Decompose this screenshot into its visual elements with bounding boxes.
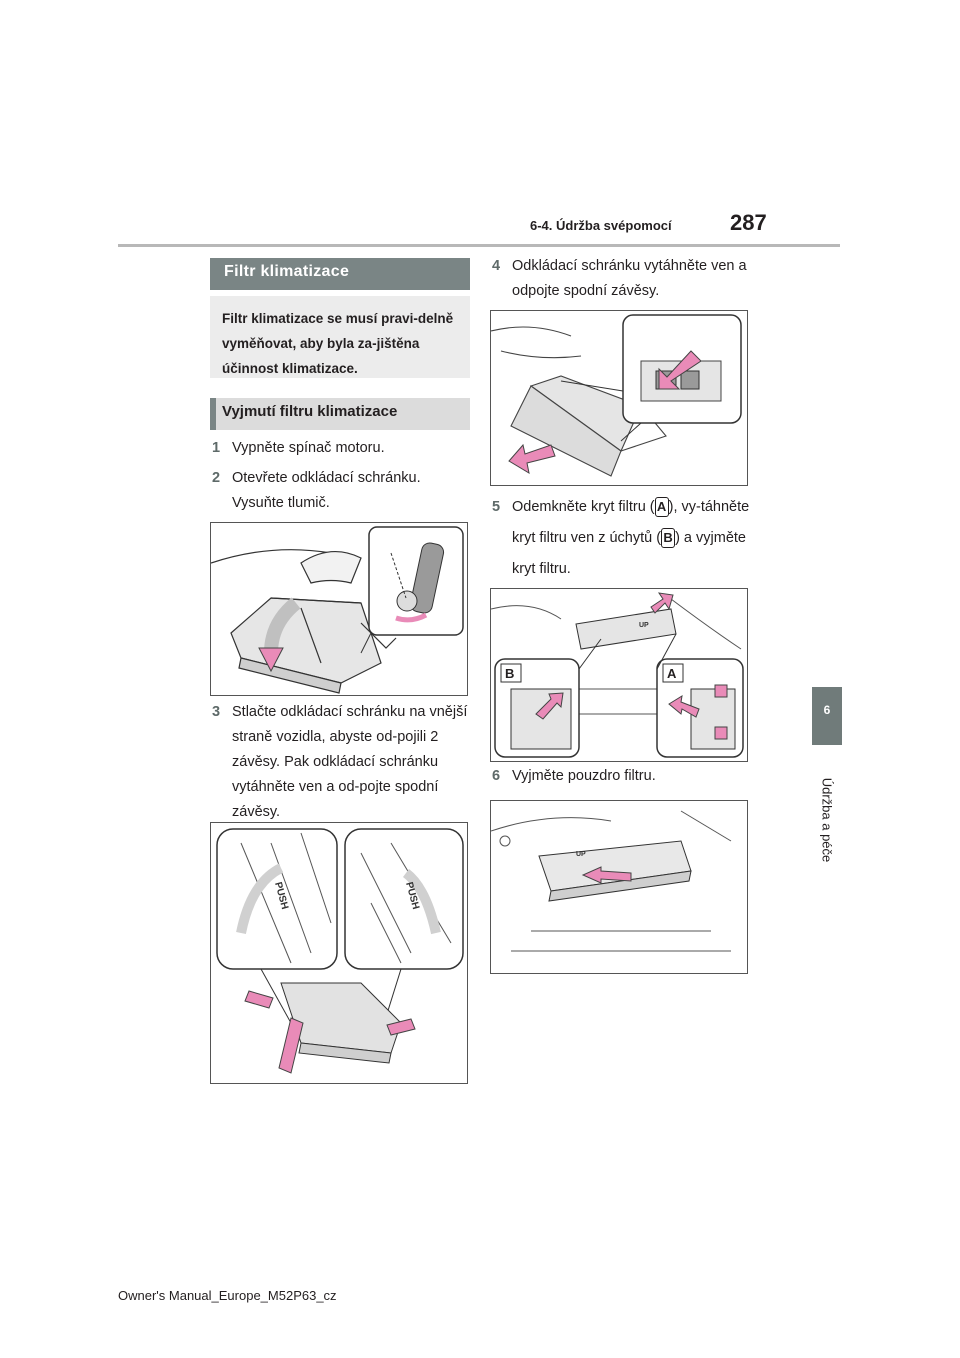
- step-text: Odemkněte kryt filtru (A), vy-táhněte kr…: [512, 497, 750, 577]
- step-text: Vyjměte pouzdro filtru.: [512, 768, 656, 784]
- footer-text: Owner's Manual_Europe_M52P63_cz: [118, 1288, 337, 1303]
- section-title: Filtr klimatizace: [210, 258, 470, 290]
- step-4: 4 Odkládací schránku vytáhněte ven a odp…: [492, 254, 750, 304]
- chapter-title: Údržba a péče: [819, 777, 835, 863]
- header-rule: [118, 244, 840, 247]
- figure-filter-case: UP: [490, 800, 748, 974]
- step-text: Stlačte odkládací schránku na vnější str…: [232, 704, 468, 820]
- step-2: 2 Otevřete odkládací schránku. Vysuňte t…: [212, 466, 460, 516]
- figure-glovebox-damper: [210, 522, 468, 696]
- subsection-title: Vyjmutí filtru klimatizace: [210, 398, 470, 430]
- section-header: 6-4. Údržba svépomocí: [530, 218, 672, 233]
- figure-filter-cover: UP B A: [490, 588, 748, 762]
- step-5: 5 Odemkněte kryt filtru (A), vy-táhněte …: [492, 492, 752, 585]
- intro-text: Filtr klimatizace se musí pravi-delně vy…: [222, 311, 454, 376]
- callout-b-inline: B: [661, 528, 676, 549]
- step-text: Odkládací schránku vytáhněte ven a odpoj…: [512, 258, 747, 299]
- step-3: 3 Stlačte odkládací schránku na vnější s…: [212, 700, 470, 825]
- step-1: 1 Vypněte spínač motoru.: [212, 436, 472, 461]
- step-number: 2: [212, 470, 221, 486]
- figure-push-glovebox: PUSH PUSH: [210, 822, 468, 1084]
- callout-b: B: [505, 666, 514, 681]
- callout-a-inline: A: [654, 497, 669, 518]
- page-number: 287: [730, 210, 767, 235]
- figure-pull-glovebox: [490, 310, 748, 486]
- up-label-case: UP: [576, 851, 586, 858]
- chapter-title-vertical: Údržba a péče: [800, 760, 854, 880]
- step-number: 6: [492, 768, 501, 784]
- step-6: 6 Vyjměte pouzdro filtru.: [492, 764, 750, 789]
- intro-box: Filtr klimatizace se musí pravi-delně vy…: [210, 296, 470, 378]
- step-text: Otevřete odkládací schránku. Vysuňte tlu…: [232, 470, 421, 511]
- step-text: Vypněte spínač motoru.: [232, 440, 385, 456]
- step-number: 1: [212, 440, 221, 456]
- step-number: 4: [492, 258, 501, 274]
- up-label: UP: [639, 622, 649, 629]
- step-number: 5: [492, 499, 501, 515]
- chapter-tab: 6: [812, 687, 842, 745]
- step-number: 3: [212, 704, 221, 720]
- callout-a: A: [667, 666, 677, 681]
